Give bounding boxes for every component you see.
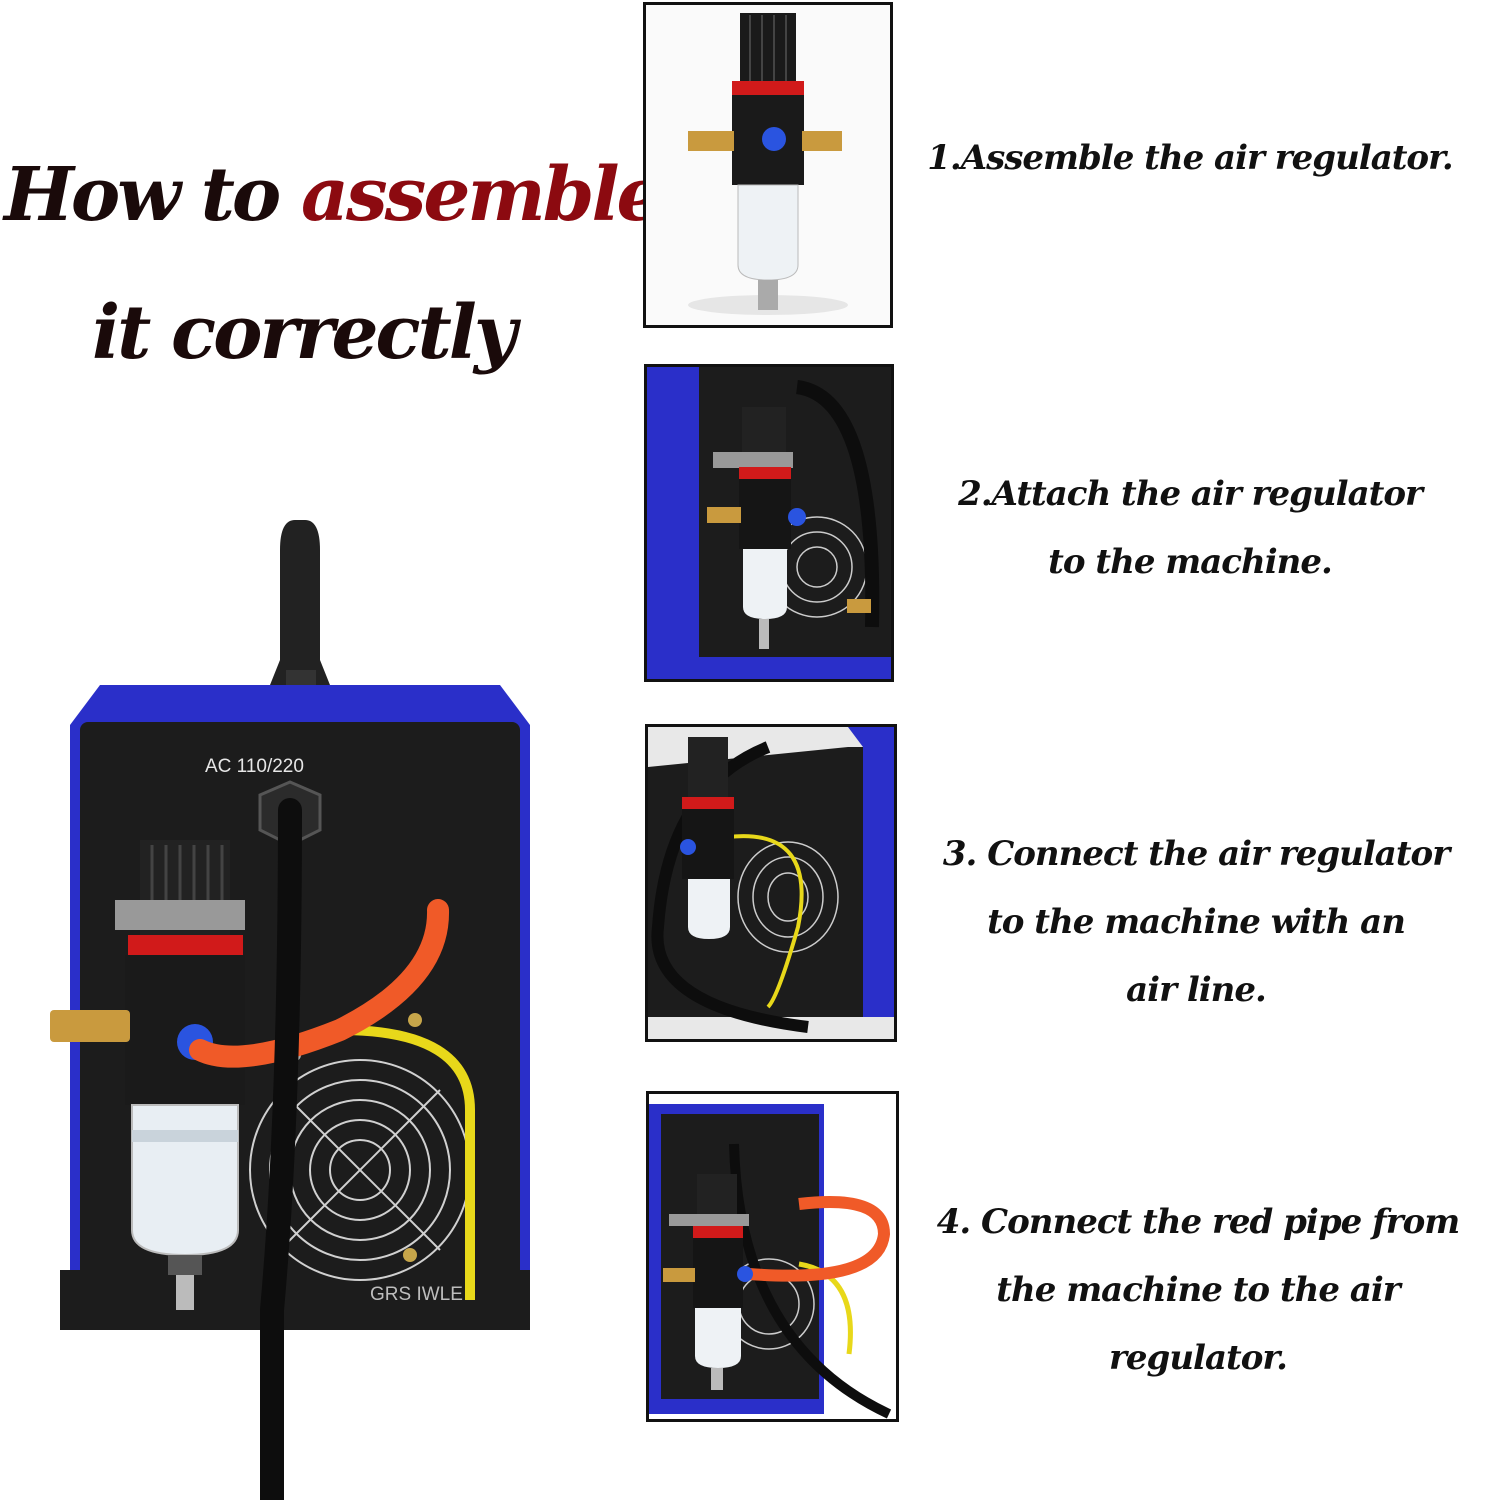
brand-label: GRS IWLE xyxy=(370,1284,463,1305)
step-1-image xyxy=(643,2,893,328)
headline-line-2: it correctly xyxy=(92,290,517,376)
step-2-text: 2.Attach the air regulator to the machin… xyxy=(958,474,1423,582)
step-1-text: 1.Assemble the air regulator. xyxy=(927,138,1454,178)
headline-how-to: How to xyxy=(4,152,302,238)
power-label: AC 110/220 xyxy=(205,756,304,777)
step-4-image xyxy=(646,1091,899,1422)
step-2-image xyxy=(644,364,894,682)
step-3-image xyxy=(645,724,897,1042)
machine-illustration: AC 110/220 GRS IWLE xyxy=(40,510,560,1504)
step-4-text: 4. Connect the red pipe from the machine… xyxy=(936,1202,1461,1378)
step-3-text: 3. Connect the air regulator to the mach… xyxy=(942,834,1450,1010)
headline-assemble: assemble xyxy=(301,152,664,238)
headline-line-1: How to assemble xyxy=(4,158,664,232)
